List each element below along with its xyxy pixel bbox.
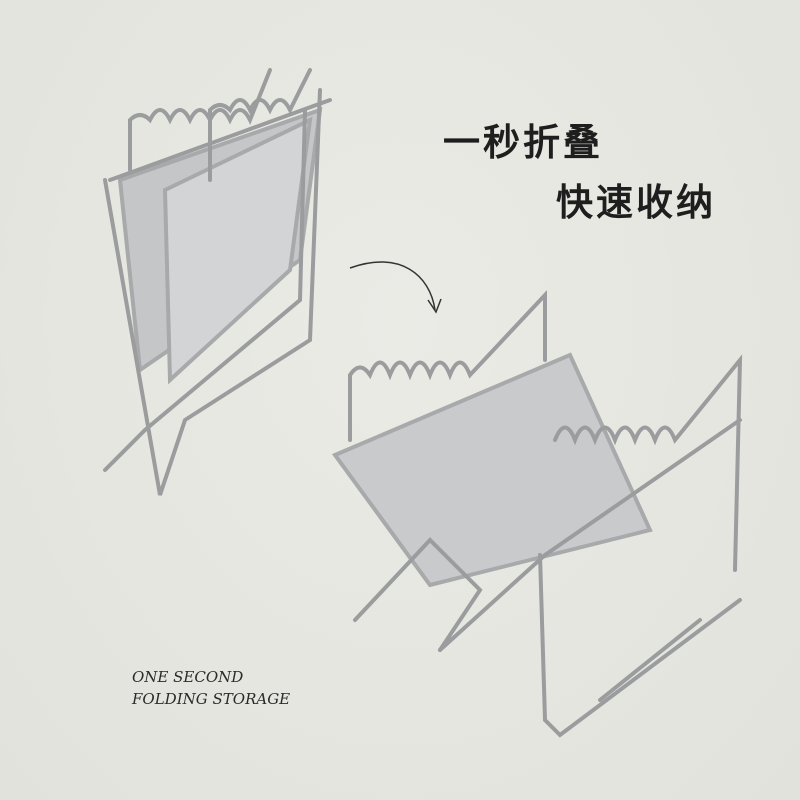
subtitle-line-1: ONE SECOND — [132, 668, 244, 686]
unfolded-rack-image — [331, 289, 743, 738]
headline-line-2: 快速收纳 — [556, 181, 716, 224]
english-subtitle: ONE SECOND FOLDING STORAGE — [132, 666, 290, 710]
subtitle-line-2: FOLDING STORAGE — [132, 690, 291, 708]
folded-rack-image — [103, 68, 332, 496]
headline-line-1: 一秒折叠 — [443, 121, 603, 164]
arrow-icon — [349, 261, 442, 314]
